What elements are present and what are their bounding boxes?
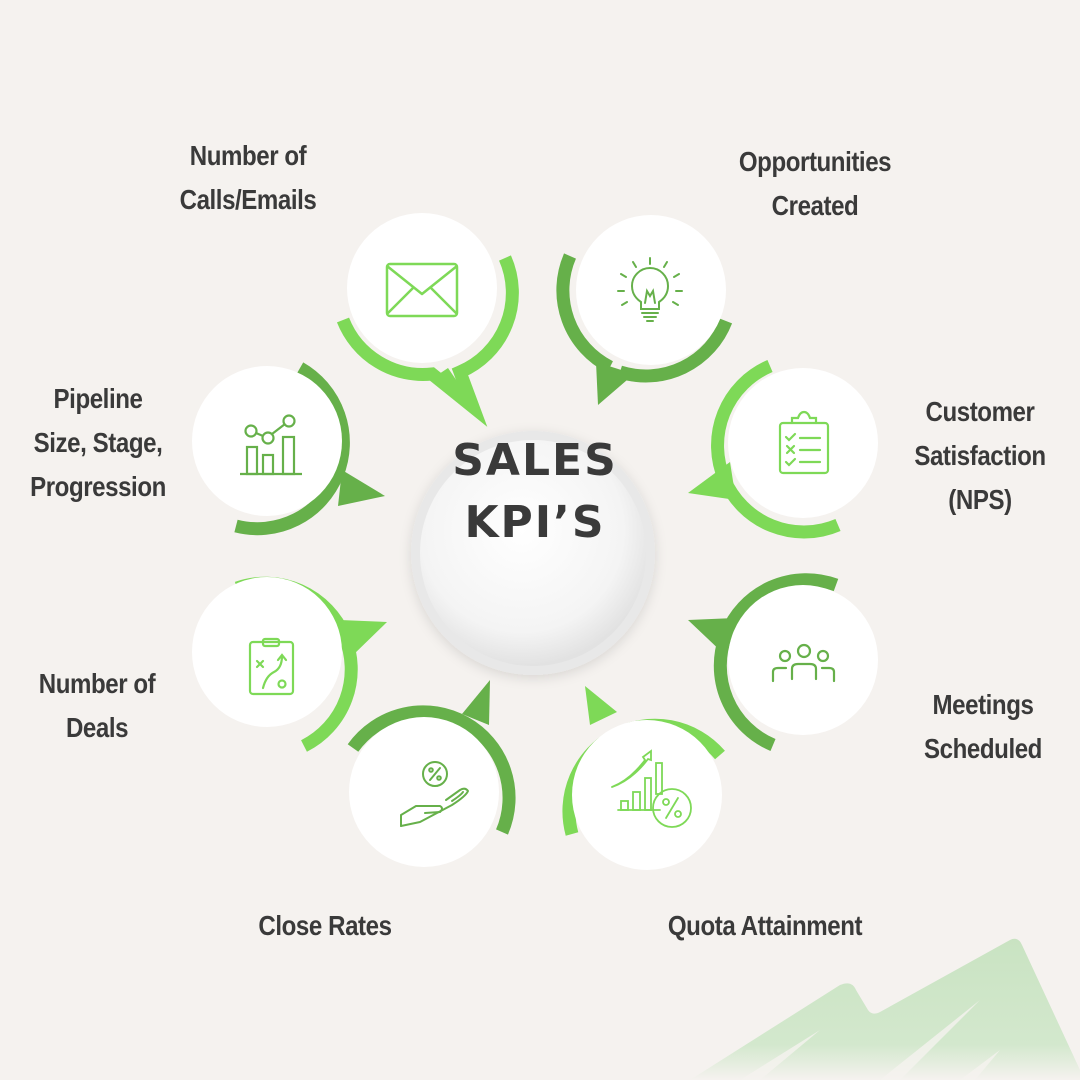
center-title: SALES KPI’S xyxy=(410,430,660,554)
envelope-icon xyxy=(385,262,459,318)
label-close-rates: Close Rates xyxy=(258,910,392,941)
kpi-bubble-opportunities xyxy=(556,215,733,405)
center-title-line2: KPI’S xyxy=(464,497,606,548)
kpi-bubble-number-of-deals xyxy=(192,576,387,752)
kpi-bubble-calls-emails xyxy=(336,213,519,427)
label-quota-attainment: Quota Attainment xyxy=(667,910,863,941)
kpi-bubble-quota xyxy=(562,686,725,870)
label-calls-emails: Number of Calls/Emails xyxy=(179,140,317,215)
label-pipeline: Pipeline Size, Stage, Progression xyxy=(30,383,166,502)
people-group-icon xyxy=(771,643,836,683)
label-customer-satisfaction: Customer Satisfaction (NPS) xyxy=(914,396,1046,515)
lightbulb-icon xyxy=(617,257,683,322)
kpi-bubble-pipeline xyxy=(192,362,385,536)
mountain-decoration xyxy=(690,938,1080,1080)
growth-chart-percent-icon xyxy=(611,749,692,828)
kpi-bubble-meetings xyxy=(688,573,878,751)
kpi-bubble-customer-satisfaction xyxy=(688,360,878,539)
strategy-clipboard-icon xyxy=(248,637,295,696)
bar-line-chart-icon xyxy=(240,414,302,476)
label-meetings: Meetings Scheduled xyxy=(924,689,1042,764)
center-title-line1: SALES xyxy=(452,435,618,486)
label-opportunities: Opportunities Created xyxy=(738,146,892,221)
checklist-clipboard-icon xyxy=(778,410,830,475)
kpi-bubble-close-rates xyxy=(347,680,516,867)
label-number-of-deals: Number of Deals xyxy=(38,668,156,743)
hand-percent-icon xyxy=(400,761,469,827)
center-badge xyxy=(411,431,655,675)
